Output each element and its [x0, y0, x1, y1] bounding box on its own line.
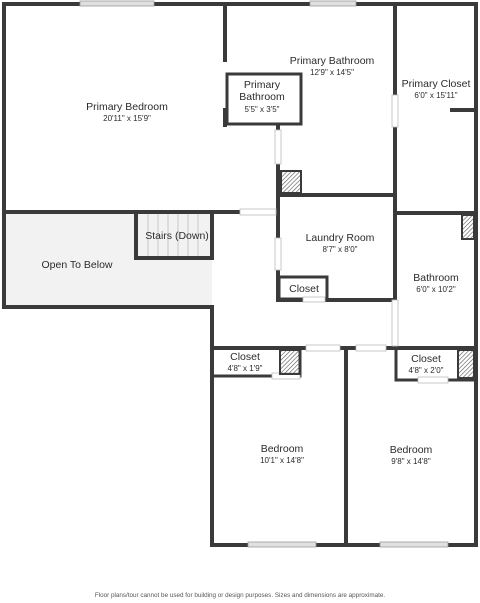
- window: [309, 0, 357, 7]
- door-opening: [417, 376, 449, 384]
- hatched-shafts: [279, 170, 475, 379]
- door-opening: [274, 129, 282, 165]
- window: [247, 541, 317, 548]
- room-labels: Primary Bedroom 20'11" x 15'9" Primary B…: [41, 55, 470, 466]
- door-openings: [239, 94, 449, 384]
- room-label-bedroom-left: Bedroom: [261, 443, 304, 455]
- room-dims-laundry-room: 8'7" x 8'0": [323, 245, 358, 254]
- stair-treads: [147, 214, 199, 256]
- windows: [79, 0, 449, 548]
- disclaimer-text: Floor plans/tour cannot be used for buil…: [94, 592, 386, 599]
- room-label-open-to-below: Open To Below: [41, 259, 112, 271]
- chase-hatch: [461, 214, 475, 240]
- chase-hatch: [279, 349, 301, 375]
- room-dims-closet-left: 4'8" x 1'9": [228, 364, 263, 373]
- door-opening: [274, 237, 282, 271]
- room-label-stairs: Stairs (Down): [145, 230, 209, 242]
- room-label-laundry-room: Laundry Room: [306, 232, 375, 244]
- room-label-primary-bedroom: Primary Bedroom: [86, 101, 168, 113]
- room-label-laundry-closet: Closet: [289, 283, 319, 295]
- room-label-closet-right: Closet: [411, 353, 441, 365]
- room-dims-primary-closet: 6'0" x 15'11": [414, 91, 457, 100]
- door-opening: [391, 94, 399, 128]
- room-dims-primary-bathroom: 12'9" x 14'5": [310, 68, 354, 77]
- room-dims-primary-bathroom-small: 5'5" x 3'5": [245, 105, 280, 114]
- room-dims-primary-bedroom: 20'11" x 15'9": [103, 114, 151, 123]
- door-opening: [391, 299, 399, 347]
- room-dims-bathroom: 6'0" x 10'2": [416, 285, 456, 294]
- window: [79, 0, 155, 7]
- room-label-closet-left: Closet: [230, 351, 260, 363]
- door-opening: [239, 208, 277, 216]
- room-label-primary-closet: Primary Closet: [402, 78, 471, 90]
- room-dims-bedroom-left: 10'1" x 14'8": [260, 456, 304, 465]
- door-opening: [305, 344, 341, 352]
- room-dims-closet-right: 4'8" x 2'0": [409, 366, 444, 375]
- outer-wall: [2, 2, 478, 547]
- room-label-bathroom: Bathroom: [413, 272, 459, 284]
- room-label-bedroom-right: Bedroom: [390, 444, 433, 456]
- walls: [2, 2, 478, 547]
- room-dims-bedroom-right: 9'8" x 14'8": [391, 457, 431, 466]
- door-opening: [355, 344, 387, 352]
- chase-hatch: [280, 170, 302, 194]
- window: [379, 541, 449, 548]
- door-opening: [302, 296, 326, 303]
- room-label-primary-bathroom: Primary Bathroom: [290, 55, 375, 67]
- chase-hatch: [457, 349, 475, 379]
